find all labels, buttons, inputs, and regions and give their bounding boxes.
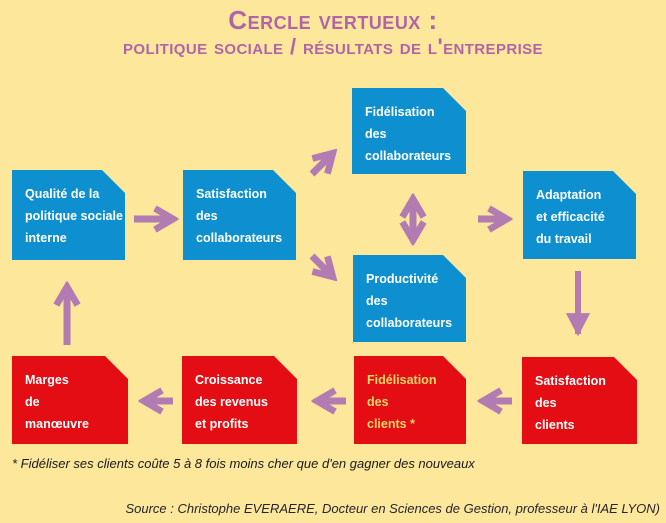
box-line: et profits xyxy=(195,417,249,431)
box-adaptation-efficacite: Adaptation et efficacité du travail xyxy=(523,171,636,259)
box-line: interne xyxy=(25,231,67,245)
box-line: Satisfaction xyxy=(535,374,606,388)
box-satisfaction-clients: Satisfaction des clients xyxy=(522,357,637,444)
box-line: des revenus xyxy=(195,395,268,409)
box-line: Fidélisation xyxy=(365,105,435,119)
box-line: collaborateurs xyxy=(365,149,452,163)
box-line: collaborateurs xyxy=(196,231,283,245)
box-line: Marges xyxy=(25,373,69,387)
box-line: du travail xyxy=(536,232,592,246)
box-line: de xyxy=(25,395,40,409)
box-line: politique sociale xyxy=(25,209,123,223)
box-croissance-revenus-profits: Croissance des revenus et profits xyxy=(182,356,297,444)
box-line: des xyxy=(366,294,388,308)
box-line: Croissance xyxy=(195,373,263,387)
box-line: Qualité de la xyxy=(25,187,100,201)
box-satisfaction-collaborateurs: Satisfaction des collaborateurs xyxy=(183,170,296,260)
box-line: des xyxy=(196,209,218,223)
arrow-satisfaction-collab-to-productivite xyxy=(309,253,332,276)
box-line: Satisfaction xyxy=(196,187,267,201)
box-marges-de-manoeuvre: Marges de manœuvre xyxy=(12,356,128,444)
box-line: et efficacité xyxy=(536,210,605,224)
box-productivite-collaborateurs: Productivité des collaborateurs xyxy=(353,255,466,342)
box-line: manœuvre xyxy=(25,417,89,431)
box-line: Adaptation xyxy=(536,188,602,202)
box-qualite-politique-sociale: Qualité de la politique sociale interne xyxy=(12,170,125,260)
box-line: Productivité xyxy=(366,272,439,286)
box-line: clients xyxy=(535,418,575,432)
box-line: clients * xyxy=(367,417,415,431)
footnote-text: * Fidéliser ses clients coûte 5 à 8 fois… xyxy=(12,456,475,471)
diagram-title: Cercle vertueux : politique sociale / ré… xyxy=(0,5,666,60)
box-line: des xyxy=(535,396,557,410)
box-line: collaborateurs xyxy=(366,316,453,330)
title-line-2: politique sociale / résultats de l'entre… xyxy=(123,34,543,60)
arrow-satisfaction-collab-to-fidelisation-collab xyxy=(309,154,332,177)
box-line: Fidélisation xyxy=(367,373,437,387)
title-line-1: Cercle vertueux : xyxy=(228,5,438,35)
box-fidelisation-collaborateurs: Fidélisation des collaborateurs xyxy=(352,88,466,174)
box-line: des xyxy=(365,127,387,141)
box-fidelisation-clients: Fidélisation des clients * xyxy=(354,356,466,444)
box-line: des xyxy=(367,395,389,409)
source-text: Source : Christophe EVERAERE, Docteur en… xyxy=(125,501,660,516)
